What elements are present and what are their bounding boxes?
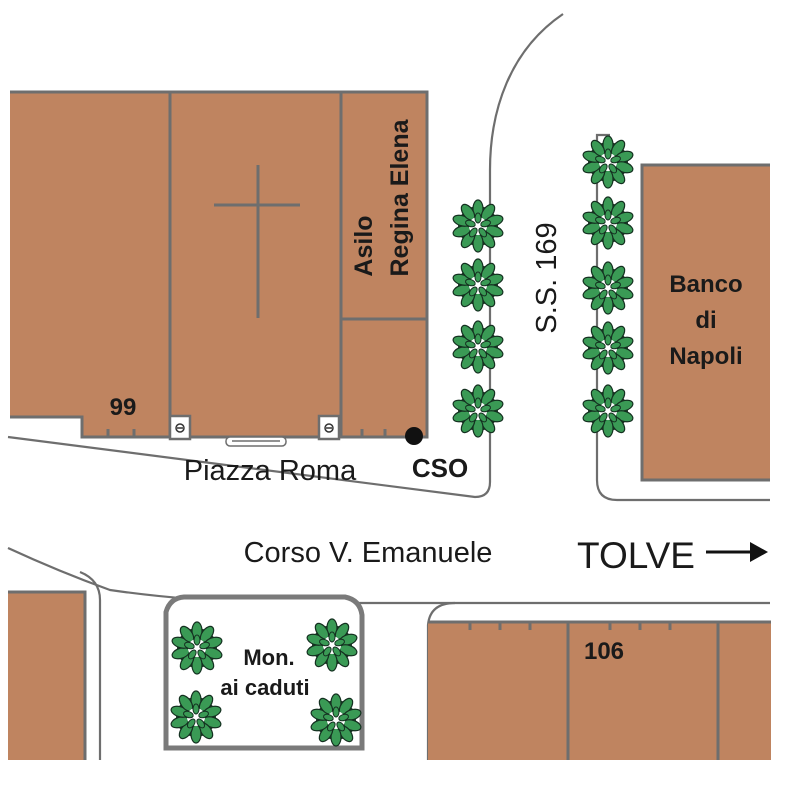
corso-label: Corso V. Emanuele <box>244 537 493 569</box>
tree-icon <box>581 196 635 250</box>
stop-marker-icon <box>405 427 423 445</box>
block-106-fill <box>428 622 771 760</box>
banco-block <box>640 163 770 482</box>
piazza-roma-label: Piazza Roma <box>184 455 357 487</box>
tree-row-west <box>451 199 505 438</box>
tree-row-east <box>581 135 635 438</box>
tree-icon <box>581 135 635 189</box>
banco-label-line3: Napoli <box>669 343 742 370</box>
church-block-fill <box>10 92 427 437</box>
steps-icon <box>225 436 287 447</box>
tolve-label: TOLVE <box>577 535 695 576</box>
tree-icon <box>581 261 635 315</box>
tree-icon <box>581 384 635 438</box>
entrance-marker-left <box>168 414 192 441</box>
church-block <box>10 90 429 447</box>
roads <box>7 13 770 760</box>
monument-label-line2: ai caduti <box>220 675 309 700</box>
tree-icon <box>451 199 505 253</box>
cso-label: CSO <box>412 453 468 483</box>
banco-label-line1: Banco <box>669 271 742 298</box>
tree-icon <box>451 384 505 438</box>
tree-icon <box>451 258 505 312</box>
tree-icon <box>581 321 635 375</box>
building-number-106: 106 <box>584 638 624 665</box>
banco-block-fill <box>642 165 770 480</box>
asilo-label-line1: Asilo <box>350 215 378 276</box>
road-edge-side-street <box>79 570 102 760</box>
ss169-label: S.S. 169 <box>531 222 563 333</box>
road-edge-ss169-west <box>7 13 564 499</box>
monument-square <box>163 594 365 751</box>
monument-label-line1: Mon. <box>243 645 294 670</box>
road-edge-ss169-east <box>595 133 770 502</box>
tree-icon <box>451 320 505 374</box>
banco-label-line2: di <box>695 307 716 334</box>
entrance-marker-right <box>317 414 341 441</box>
arrow-right-icon <box>706 542 768 562</box>
block-bottom-left <box>8 590 87 760</box>
block-bottom-left-outline <box>8 590 87 760</box>
asilo-label-line2: Regina Elena <box>386 118 414 276</box>
building-number-99: 99 <box>110 394 137 421</box>
block-106 <box>428 620 771 760</box>
cross-icon <box>214 165 300 318</box>
banco-block-outline <box>640 163 770 482</box>
block-bottom-left-fill <box>8 592 85 760</box>
